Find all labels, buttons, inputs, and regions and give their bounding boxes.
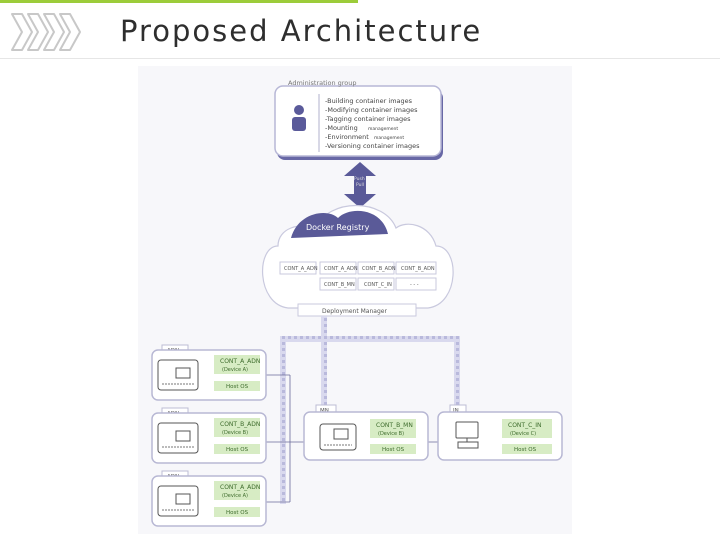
admin-label: Administration group: [288, 79, 357, 87]
svg-text:CONT_B_ADN: CONT_B_ADN: [220, 421, 260, 428]
svg-text:Host OS: Host OS: [226, 447, 249, 453]
deployment-manager-label: Deployment Manager: [322, 308, 387, 315]
chevron-logo-icon: [10, 12, 84, 52]
docker-registry-cloud: Docker Registry CONT_A_ADN CONT_A_ADN CO…: [261, 205, 454, 317]
svg-text:(Device A): (Device A): [222, 493, 248, 499]
accent-bar: [0, 0, 358, 3]
registry-cell-4: CONT_B_ADN: [401, 266, 435, 272]
svg-text:CONT_C_IN: CONT_C_IN: [508, 422, 542, 429]
registry-cell-6: CONT_C_IN: [364, 282, 392, 288]
svg-text:(Device A): (Device A): [222, 367, 248, 373]
distribution-bus: [280, 316, 460, 504]
admin-line-4: -Mounting: [325, 124, 358, 132]
admin-mgmt-1: management: [368, 126, 398, 132]
svg-text:MN: MN: [320, 408, 329, 414]
svg-text:Host OS: Host OS: [382, 447, 405, 453]
admin-line-2: -Modifying container images: [325, 106, 418, 114]
adn-node-1: ADN CONT_A_ADN (Device A) Host OS: [151, 344, 267, 401]
in-node: IN CONT_C_IN (Device C) Host OS: [437, 404, 563, 461]
svg-text:CONT_A_ADN: CONT_A_ADN: [220, 358, 260, 365]
svg-text:(Device B): (Device B): [378, 431, 404, 437]
admin-mgmt-2: management: [374, 135, 404, 141]
registry-cell-7: - - -: [410, 282, 419, 288]
architecture-diagram: Administration group -Building container…: [138, 66, 572, 534]
page-title: Proposed Architecture: [120, 14, 483, 48]
pull-label: Pull: [356, 182, 364, 188]
svg-text:CONT_B_MN: CONT_B_MN: [376, 422, 413, 429]
svg-text:Host OS: Host OS: [514, 447, 537, 453]
computer-icon: [455, 421, 479, 449]
registry-title: Docker Registry: [306, 223, 370, 232]
admin-line-6: -Versioning container images: [325, 142, 420, 150]
admin-group: Administration group -Building container…: [274, 79, 443, 160]
adn-node-2: ADN CONT_B_ADN (Device B) Host OS: [151, 407, 267, 464]
person-icon: [292, 105, 306, 131]
svg-text:CONT_A_ADN: CONT_A_ADN: [220, 484, 260, 491]
device-card-icon: [157, 422, 199, 454]
device-card-icon: [157, 359, 199, 391]
device-card-icon: [157, 485, 199, 517]
push-label: Push: [354, 176, 365, 182]
admin-line-5: -Environment: [325, 133, 369, 141]
registry-cell-1: CONT_A_ADN: [284, 266, 318, 272]
registry-cell-3: CONT_B_ADN: [362, 266, 396, 272]
device-card-icon: [319, 423, 357, 451]
svg-text:(Device C): (Device C): [510, 431, 536, 437]
registry-cell-2: CONT_A_ADN: [324, 266, 358, 272]
mn-node: MN CONT_B_MN (Device B) Host OS: [303, 404, 429, 461]
title-divider: [0, 58, 720, 59]
registry-cell-5: CONT_B_MN: [324, 282, 355, 288]
svg-text:Host OS: Host OS: [226, 510, 249, 516]
svg-text:(Device B): (Device B): [222, 430, 248, 436]
admin-line-3: -Tagging container images: [325, 115, 411, 123]
admin-line-1: -Building container images: [325, 97, 413, 105]
push-pull-arrow: Push Pull: [344, 162, 376, 208]
adn-node-3: ADN CONT_A_ADN (Device A) Host OS: [151, 470, 267, 527]
svg-text:IN: IN: [453, 408, 459, 414]
svg-text:Host OS: Host OS: [226, 384, 249, 390]
